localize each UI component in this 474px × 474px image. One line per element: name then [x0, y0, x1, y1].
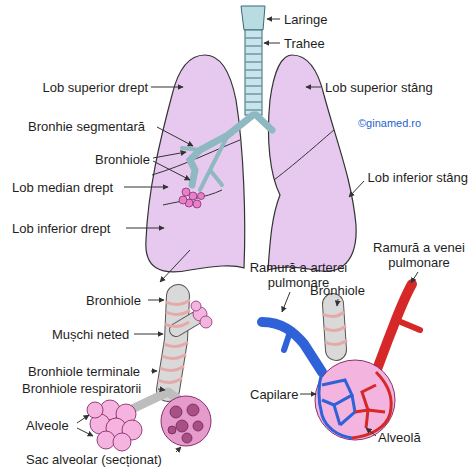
- vein-subbranch: [396, 320, 420, 330]
- part-label: Capilare: [250, 387, 298, 402]
- trachea-tube: [245, 30, 262, 115]
- trachea: [182, 6, 272, 190]
- part-label: Alveole: [26, 418, 69, 433]
- label: Trahee: [284, 36, 325, 51]
- watermark: ©ginamed.ro: [358, 116, 421, 131]
- part-label: Bronhie segmentară: [28, 119, 145, 134]
- smooth-muscle: [158, 300, 190, 383]
- part-label: Alveolă: [378, 430, 421, 445]
- vessel-label: Ramură a venei pulmonare: [368, 240, 470, 270]
- lobe-label: Lob inferior stâng: [368, 170, 468, 185]
- part-label: Bronhiole: [95, 152, 150, 167]
- part-label: Bronhiole terminale: [28, 364, 140, 379]
- bronchus-branch: [182, 135, 228, 190]
- right-bronchiole: [323, 304, 347, 350]
- part-label: Bronhiole respiratorii: [22, 381, 141, 396]
- alveolar-sac-sectioned: [161, 396, 211, 446]
- alveoli: [87, 400, 142, 451]
- part-label: Mușchi neted: [52, 327, 129, 342]
- artery-subbranch: [284, 332, 290, 350]
- part-label: Bronhiole: [86, 293, 141, 308]
- lobe-label: Lob median drept: [12, 180, 113, 195]
- label: Laringe: [284, 12, 327, 27]
- alveoli-cluster: [179, 188, 205, 208]
- capillary-network: [315, 360, 395, 440]
- pulmonary-artery-branch: [262, 322, 322, 372]
- left-bronchus: [256, 115, 272, 130]
- part-label: Sac alveolar (secționat): [26, 452, 162, 467]
- lobe-label: Lob inferior drept: [12, 221, 110, 236]
- pulmonary-vein-branch: [376, 284, 412, 372]
- part-label: Bronhiole: [310, 283, 365, 298]
- larynx: [241, 6, 265, 30]
- bronchiole-tube: [158, 296, 212, 390]
- lobe-label: Lob superior drept: [42, 80, 148, 95]
- lobe-label: Lob superior stâng: [325, 80, 433, 95]
- trachea-rings: [245, 38, 262, 110]
- fissure: [274, 130, 334, 180]
